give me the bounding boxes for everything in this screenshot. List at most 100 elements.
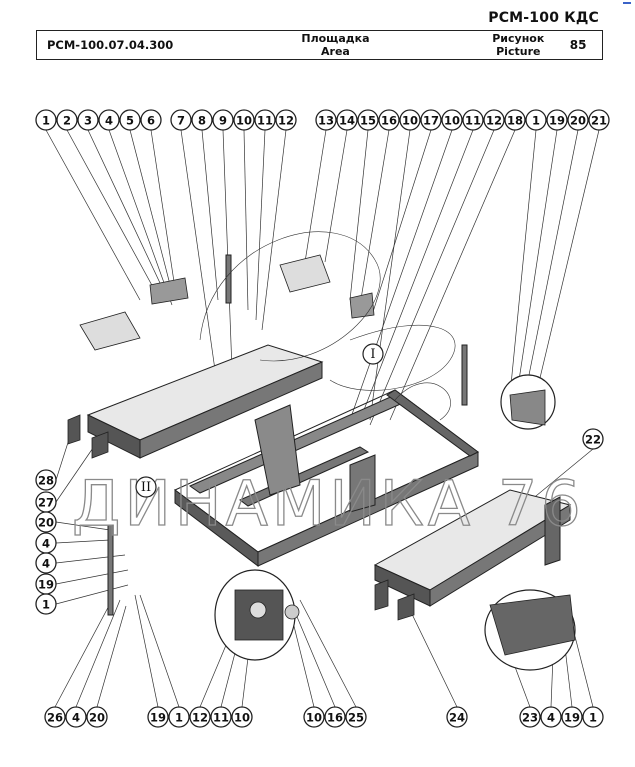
callout-top-4: 4	[98, 109, 120, 131]
callout-top-16: 16	[378, 109, 400, 131]
callout-bottom-14: 4	[540, 706, 562, 728]
view-markers: III	[135, 343, 384, 498]
callout-top-20: 11	[462, 109, 484, 131]
svg-text:20: 20	[38, 516, 54, 530]
svg-text:19: 19	[549, 114, 565, 128]
callout-bottom-4: 19	[147, 706, 169, 728]
svg-text:11: 11	[213, 711, 229, 725]
callout-left-5: 4	[35, 552, 57, 574]
leader-line	[369, 129, 411, 421]
svg-text:10: 10	[402, 114, 418, 128]
svg-text:19: 19	[38, 578, 54, 592]
detail-contents	[79, 254, 576, 656]
callout-top-12: 12	[275, 109, 297, 131]
callout-top-24: 19	[546, 109, 568, 131]
leader-line	[299, 599, 357, 708]
callout-top-11: 11	[254, 109, 276, 131]
svg-text:1: 1	[42, 114, 50, 128]
callout-left-6: 19	[35, 573, 57, 595]
brackets	[67, 414, 415, 621]
svg-text:18: 18	[507, 114, 523, 128]
svg-text:28: 28	[38, 474, 54, 488]
callout-bottom-10: 16	[324, 706, 346, 728]
leader-line	[349, 129, 453, 421]
leader-line	[389, 129, 516, 421]
callout-bottom-8: 10	[231, 706, 253, 728]
leader-line	[409, 609, 458, 708]
callout-top-8: 8	[191, 109, 213, 131]
leader-line	[515, 129, 558, 401]
svg-text:3: 3	[84, 114, 92, 128]
callout-top-23: 1	[525, 109, 547, 131]
svg-text:II: II	[141, 480, 151, 495]
leader-line	[66, 129, 161, 301]
svg-text:27: 27	[38, 496, 54, 510]
watermark-text: ДИНАМИКА 76	[72, 467, 585, 540]
callout-bottom-12: 24	[446, 706, 468, 728]
callout-top-10: 10	[233, 109, 255, 131]
svg-text:5: 5	[126, 114, 134, 128]
callout-left-4: 4	[35, 532, 57, 554]
svg-text:19: 19	[564, 711, 580, 725]
callout-top-14: 14	[336, 109, 358, 131]
leader-line	[529, 129, 600, 421]
figure-label-ru: Рисунок	[492, 32, 545, 45]
svg-text:26: 26	[47, 711, 63, 725]
leader-line	[45, 129, 141, 301]
callout-left-2: 27	[35, 491, 57, 513]
leader-line	[201, 129, 219, 301]
svg-text:11: 11	[257, 114, 273, 128]
callout-left-1: 28	[35, 469, 57, 491]
leader-line	[222, 129, 233, 371]
leader-line	[261, 129, 287, 331]
callout-top-26: 21	[588, 109, 610, 131]
callout-top-13: 13	[315, 109, 337, 131]
leader-line	[509, 129, 537, 396]
svg-text:24: 24	[449, 711, 465, 725]
leader-line	[87, 129, 169, 301]
svg-text:12: 12	[278, 114, 294, 128]
svg-text:1: 1	[175, 711, 183, 725]
svg-text:16: 16	[327, 711, 343, 725]
svg-text:13: 13	[318, 114, 334, 128]
leader-line	[349, 129, 369, 301]
svg-text:8: 8	[198, 114, 206, 128]
callout-bottom-15: 19	[561, 706, 583, 728]
watermark-layer: ДИНАМИКА 76	[71, 466, 585, 540]
callout-bottom-3: 20	[86, 706, 108, 728]
svg-text:11: 11	[465, 114, 481, 128]
callout-bottom-5: 1	[168, 706, 190, 728]
view-marker-II: II	[135, 476, 157, 498]
leader-line	[55, 444, 96, 503]
figure-number: 85	[569, 38, 587, 52]
svg-text:20: 20	[89, 711, 105, 725]
figure-label-cell: Рисунок Picture	[482, 31, 554, 59]
leader-line	[96, 605, 127, 708]
part-name-en: Area	[321, 45, 350, 58]
svg-text:I: I	[370, 347, 375, 362]
leader-line	[324, 129, 348, 263]
callout-right-22: 22	[582, 428, 604, 450]
leader-line	[371, 129, 432, 316]
svg-text:20: 20	[570, 114, 586, 128]
leader-line	[55, 554, 126, 564]
callout-bottom-9: 10	[303, 706, 325, 728]
leader-line	[359, 129, 390, 306]
view-marker-I: I	[362, 343, 384, 365]
part-name-cell: Площадка Area	[188, 31, 482, 59]
part-code: РСМ-100.07.04.300	[47, 38, 174, 52]
callout-left-7: 1	[35, 593, 57, 615]
svg-text:10: 10	[236, 114, 252, 128]
callout-top-18: 17	[420, 109, 442, 131]
figure-label-en: Picture	[496, 45, 541, 58]
leader-line	[304, 129, 327, 263]
callout-bottom-7: 11	[210, 706, 232, 728]
main-frame	[174, 389, 479, 568]
leader-line	[255, 129, 266, 321]
callout-top-3: 3	[77, 109, 99, 131]
leader-line	[129, 129, 175, 301]
svg-text:22: 22	[585, 433, 601, 447]
svg-text:17: 17	[423, 114, 439, 128]
callout-top-1: 1	[35, 109, 57, 131]
